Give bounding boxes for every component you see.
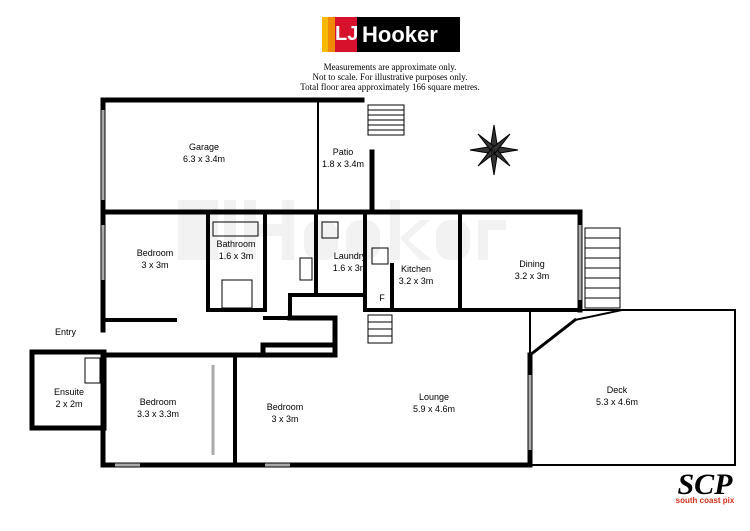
south-coast-pix-logo: SCP south coast pix [675,468,735,506]
fridge-label: F [379,293,385,303]
note-line: Measurements are approximate only. [323,62,457,72]
lj-hooker-logo: LJ Hooker [322,17,460,52]
logo-name: Hooker [357,17,460,52]
compass-rose-icon [469,124,519,176]
compass-label: N [490,149,496,156]
entry-label: Entry [55,327,77,337]
disclaimer: Measurements are approximate only. Not t… [280,62,500,92]
logo-initials: LJ [335,17,358,52]
note-line: Not to scale. For illustrative purposes … [312,72,468,82]
note-line: Total floor area approximately 166 squar… [300,82,480,92]
